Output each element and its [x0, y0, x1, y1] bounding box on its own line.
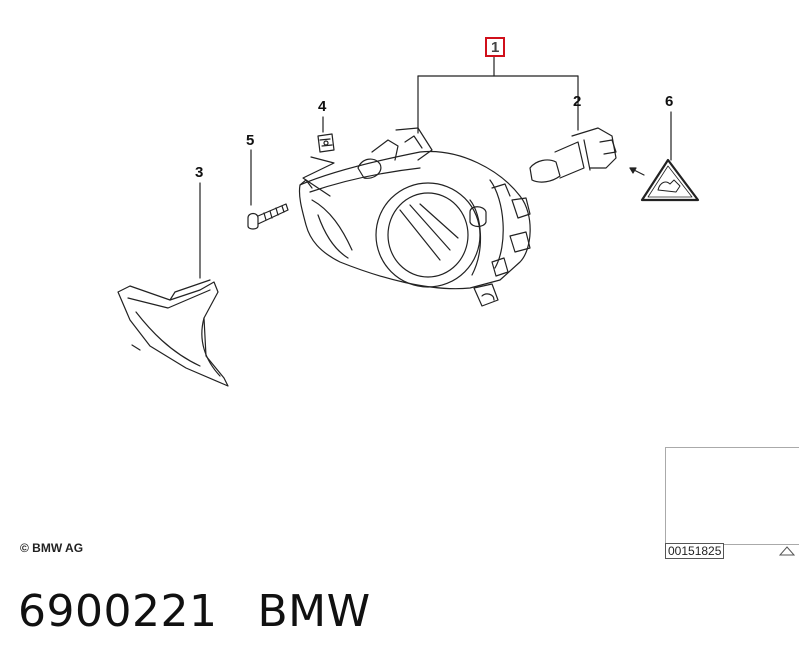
diagram-code: 00151825 [665, 543, 725, 559]
copyright-notice: © BMW AG [20, 541, 84, 555]
bulb-hb4[interactable] [529, 127, 617, 183]
small-warning-icon [779, 546, 795, 556]
part-number: 6900221 [18, 586, 218, 637]
callout-6[interactable]: 6 [665, 93, 674, 110]
footer-caption: 6900221 BMW [18, 586, 411, 637]
fog-light-cover[interactable] [117, 279, 229, 387]
screw[interactable] [247, 203, 289, 230]
callout-3[interactable]: 3 [195, 164, 204, 181]
brand-name: BMW [257, 586, 371, 637]
callout-2[interactable]: 2 [573, 93, 582, 110]
leader-lines [199, 56, 672, 279]
callout-1[interactable]: 1 [485, 37, 506, 57]
warning-triangle-icon[interactable] [640, 158, 700, 202]
callout-4[interactable]: 4 [318, 98, 327, 115]
clip-nut[interactable] [317, 133, 335, 153]
fog-light-assembly[interactable] [298, 127, 531, 307]
callout-5[interactable]: 5 [246, 132, 255, 149]
vehicle-location-thumbnail[interactable] [665, 447, 799, 545]
